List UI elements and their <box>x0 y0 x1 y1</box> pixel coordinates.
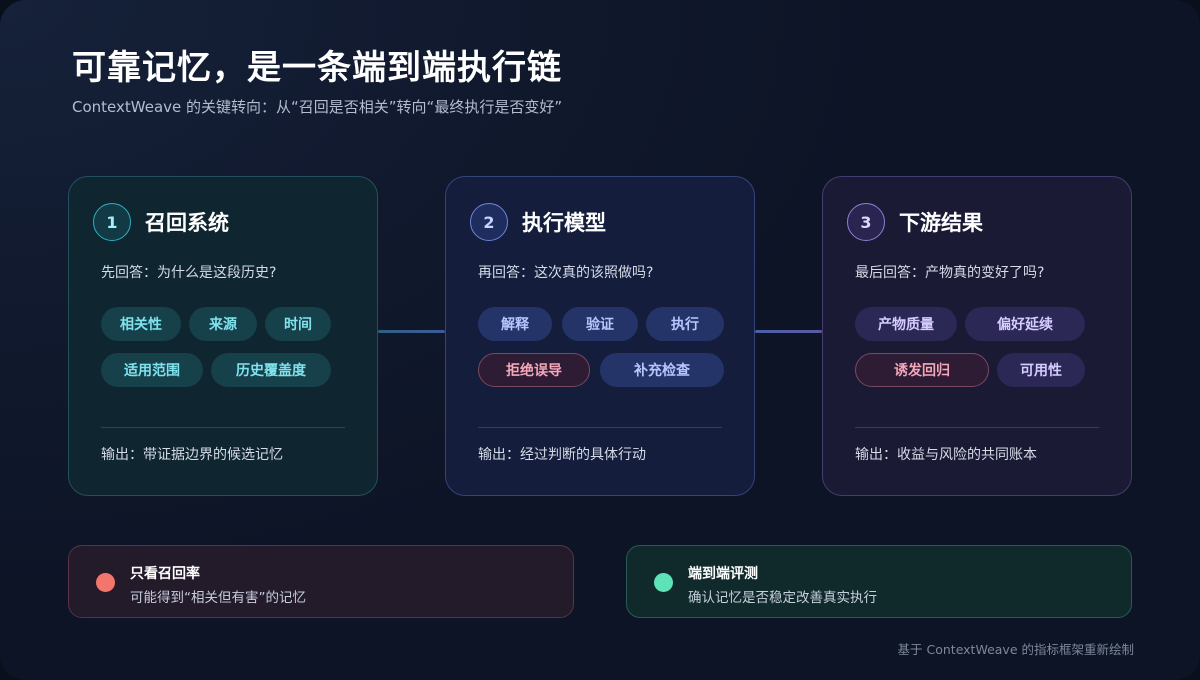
card-title: 召回系统 <box>145 211 229 235</box>
tag: 时间 <box>265 307 331 341</box>
green-dot-icon <box>654 573 673 592</box>
card-title: 执行模型 <box>522 211 606 235</box>
divider <box>855 427 1099 428</box>
connector-line <box>755 330 822 333</box>
card-question: 先回答：为什么是这段历史? <box>101 265 277 281</box>
card-output: 输出：带证据边界的候选记忆 <box>101 447 283 463</box>
tag: 补充检查 <box>600 353 724 387</box>
divider <box>101 427 345 428</box>
page-title: 可靠记忆，是一条端到端执行链 <box>72 48 562 88</box>
tag: 相关性 <box>101 307 181 341</box>
tag: 可用性 <box>997 353 1085 387</box>
footnote: 基于 ContextWeave 的指标框架重新绘制 <box>897 642 1134 657</box>
tag: 执行 <box>646 307 724 341</box>
tag: 解释 <box>478 307 552 341</box>
card-title: 下游结果 <box>899 211 983 235</box>
page-subtitle: ContextWeave 的关键转向：从“召回是否相关”转向“最终执行是否变好” <box>72 98 563 116</box>
note-recall-only: 只看召回率 可能得到“相关但有害”的记忆 <box>68 545 574 618</box>
card-question: 再回答：这次真的该照做吗? <box>478 265 654 281</box>
red-dot-icon <box>96 573 115 592</box>
note-end-to-end: 端到端评测 确认记忆是否稳定改善真实执行 <box>626 545 1132 618</box>
card-question: 最后回答：产物真的变好了吗? <box>855 265 1045 281</box>
tag: 产物质量 <box>855 307 957 341</box>
tag-warning: 拒绝误导 <box>478 353 590 387</box>
card-downstream-result: 3 下游结果 最后回答：产物真的变好了吗? 产物质量 偏好延续 诱发回归 可用性… <box>822 176 1132 496</box>
tag-warning: 诱发回归 <box>855 353 989 387</box>
card-output: 输出：收益与风险的共同账本 <box>855 447 1037 463</box>
step-number-badge: 3 <box>847 203 885 241</box>
tag: 偏好延续 <box>965 307 1085 341</box>
card-recall-system: 1 召回系统 先回答：为什么是这段历史? 相关性 来源 时间 适用范围 历史覆盖… <box>68 176 378 496</box>
note-desc: 确认记忆是否稳定改善真实执行 <box>688 590 877 606</box>
divider <box>478 427 722 428</box>
note-desc: 可能得到“相关但有害”的记忆 <box>130 590 306 606</box>
step-number-badge: 1 <box>93 203 131 241</box>
note-title: 端到端评测 <box>688 566 758 582</box>
tag: 来源 <box>189 307 257 341</box>
note-title: 只看召回率 <box>130 566 200 582</box>
tag: 历史覆盖度 <box>211 353 331 387</box>
card-output: 输出：经过判断的具体行动 <box>478 447 646 463</box>
tag: 适用范围 <box>101 353 203 387</box>
step-number-badge: 2 <box>470 203 508 241</box>
card-execution-model: 2 执行模型 再回答：这次真的该照做吗? 解释 验证 执行 拒绝误导 补充检查 … <box>445 176 755 496</box>
connector-line <box>378 330 445 333</box>
tag: 验证 <box>562 307 638 341</box>
